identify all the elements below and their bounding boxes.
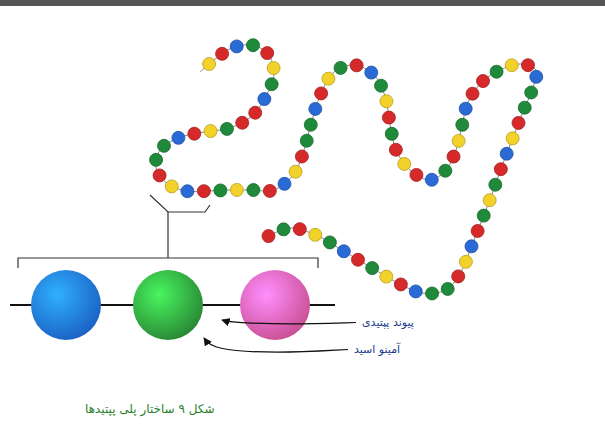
amino-bead [452, 134, 465, 147]
amino-bead [466, 87, 479, 100]
amino-bead [351, 253, 364, 266]
amino-bead [366, 262, 379, 275]
amino-bead [153, 169, 166, 182]
amino-bead [203, 57, 216, 70]
amino-bead [236, 116, 249, 129]
amino-bead [506, 132, 519, 145]
amino-bead [465, 240, 478, 253]
leader-arrow [222, 320, 356, 324]
amino-bead [483, 194, 496, 207]
amino-bead [494, 163, 507, 176]
amino-bead [197, 185, 210, 198]
top-bar [0, 0, 605, 6]
amino-bead [394, 278, 407, 291]
amino-bead [382, 111, 395, 124]
amino-bead [500, 147, 513, 160]
amino-bead [309, 228, 322, 241]
callout-label: آمینو اسید [352, 343, 402, 356]
amino-bead [293, 223, 306, 236]
amino-bead [426, 287, 439, 300]
amino-acid-circle [133, 270, 203, 340]
figure-caption: شکل ۹ ساختار پلی پپتیدها [85, 402, 215, 416]
amino-bead [262, 230, 275, 243]
amino-bead [216, 47, 229, 60]
amino-bead [246, 39, 259, 52]
amino-bead [289, 165, 302, 178]
amino-bead [512, 116, 525, 129]
amino-bead [459, 255, 472, 268]
amino-bead [181, 185, 194, 198]
amino-bead [459, 102, 472, 115]
amino-bead [300, 134, 313, 147]
amino-bead [263, 184, 276, 197]
amino-bead [277, 223, 290, 236]
amino-bead [350, 59, 363, 72]
amino-bead [389, 143, 402, 156]
amino-bead [456, 118, 469, 131]
amino-acid-circle [240, 270, 310, 340]
amino-bead [323, 236, 336, 249]
amino-bead [521, 59, 534, 72]
amino-bead [439, 164, 452, 177]
bracket-bar [18, 258, 318, 268]
amino-bead [304, 118, 317, 131]
amino-bead [452, 270, 465, 283]
amino-bead [409, 285, 422, 298]
amino-bead [425, 173, 438, 186]
amino-bead [315, 87, 328, 100]
bracket-stem [167, 212, 168, 258]
amino-bead [230, 40, 243, 53]
bracket-small [150, 195, 210, 212]
amino-bead [518, 101, 531, 114]
amino-bead [150, 153, 163, 166]
callout-label: پیوند پپتیدی [360, 316, 416, 329]
leader-arrow [204, 338, 348, 352]
amino-bead [265, 78, 278, 91]
amino-bead [309, 102, 322, 115]
amino-bead [365, 66, 378, 79]
amino-bead [477, 75, 490, 88]
amino-bead [249, 106, 262, 119]
amino-bead [295, 150, 308, 163]
amino-bead [267, 62, 280, 75]
amino-bead [525, 86, 538, 99]
amino-bead [214, 184, 227, 197]
bracket [18, 195, 318, 268]
amino-bead [165, 180, 178, 193]
amino-bead [188, 127, 201, 140]
amino-bead [380, 95, 393, 108]
amino-bead [220, 122, 233, 135]
amino-bead [380, 270, 393, 283]
amino-bead [322, 72, 335, 85]
amino-bead [441, 282, 454, 295]
amino-bead [334, 61, 347, 74]
amino-bead [278, 177, 291, 190]
amino-bead [477, 209, 490, 222]
amino-bead [410, 168, 423, 181]
amino-bead [337, 245, 350, 258]
amino-bead [385, 127, 398, 140]
amino-bead [471, 224, 484, 237]
amino-bead [258, 93, 271, 106]
amino-bead [375, 79, 388, 92]
amino-bead [530, 70, 543, 83]
amino-bead [398, 157, 411, 170]
amino-bead [490, 65, 503, 78]
amino-bead [247, 184, 260, 197]
amino-bead [172, 131, 185, 144]
amino-bead [204, 125, 217, 138]
amino-bead [447, 150, 460, 163]
amino-bead [157, 139, 170, 152]
amino-bead [489, 178, 502, 191]
amino-bead [261, 47, 274, 60]
amino-bead [230, 183, 243, 196]
amino-bead [505, 59, 518, 72]
amino-acid-circle [31, 270, 101, 340]
chain-backbone [156, 45, 537, 294]
